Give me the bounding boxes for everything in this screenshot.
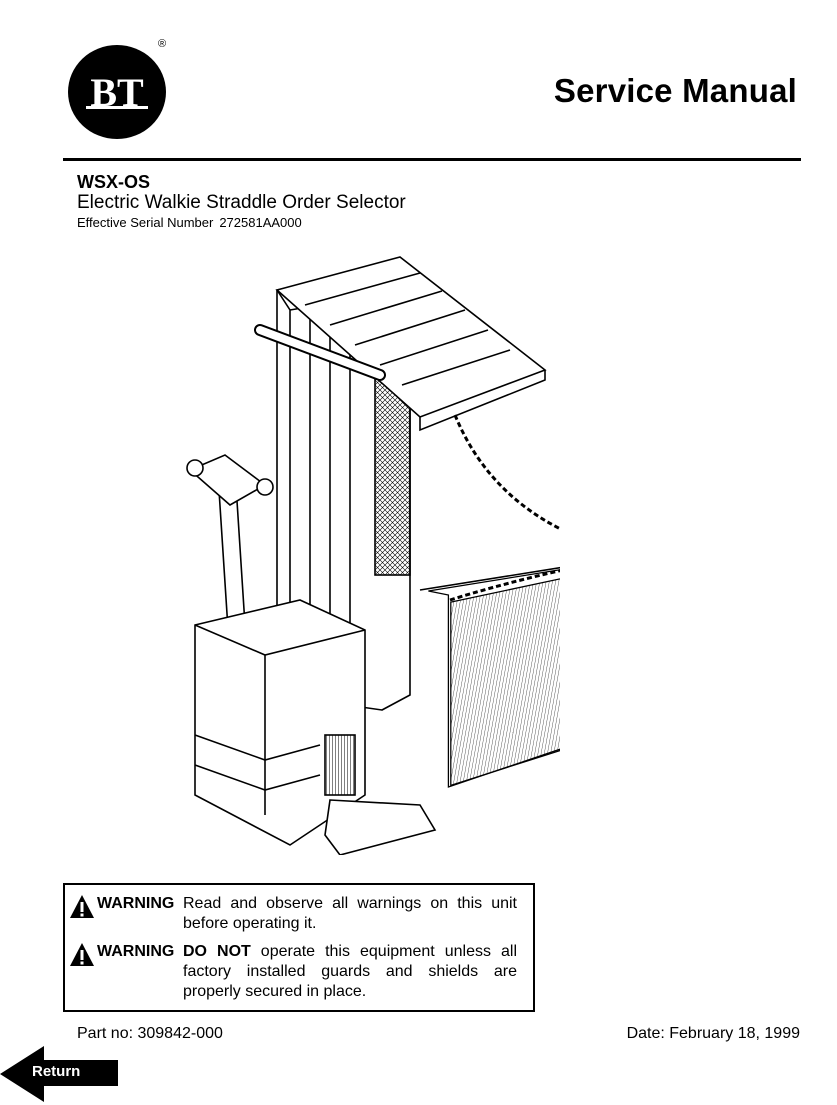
product-description: Electric Walkie Straddle Order Selector (77, 192, 406, 213)
return-label: Return (32, 1063, 81, 1080)
warning-label: WARNING (97, 895, 175, 912)
warning-emphasis: DO NOT (183, 943, 251, 960)
return-button[interactable]: Return (0, 1046, 120, 1102)
warning-row: WARNING Read and observe all warnings on… (69, 892, 517, 934)
document-title: Service Manual (553, 72, 797, 109)
warning-box: WARNING Read and observe all warnings on… (63, 883, 535, 1012)
serial-label: Effective Serial Number (77, 215, 214, 230)
warning-row: WARNING DO NOT operate this equipment un… (69, 940, 517, 1002)
warning-text-body: operate this equipment unless all factor… (183, 943, 518, 1000)
warning-triangle-icon (70, 895, 94, 918)
warning-text: Read and observe all warnings on this un… (183, 895, 517, 932)
warning-label: WARNING (97, 943, 175, 960)
serial-number: 272581AA000 (219, 215, 302, 230)
document-date: Date: February 18, 1999 (626, 1025, 800, 1042)
warning-text: DO NOT operate this equipment unless all… (183, 942, 517, 1002)
order-selector-truck-illustration (170, 255, 641, 856)
warning-triangle-icon (70, 943, 94, 966)
registered-mark: ® (158, 38, 167, 50)
return-arrow-icon (0, 1046, 118, 1102)
serial-line: Effective Serial Number 272581AA000 (77, 215, 302, 230)
model-name: WSX-OS (77, 172, 151, 192)
bt-logo: BT (67, 44, 167, 140)
part-number: Part no: 309842-000 (77, 1025, 223, 1042)
header-divider (63, 158, 801, 161)
